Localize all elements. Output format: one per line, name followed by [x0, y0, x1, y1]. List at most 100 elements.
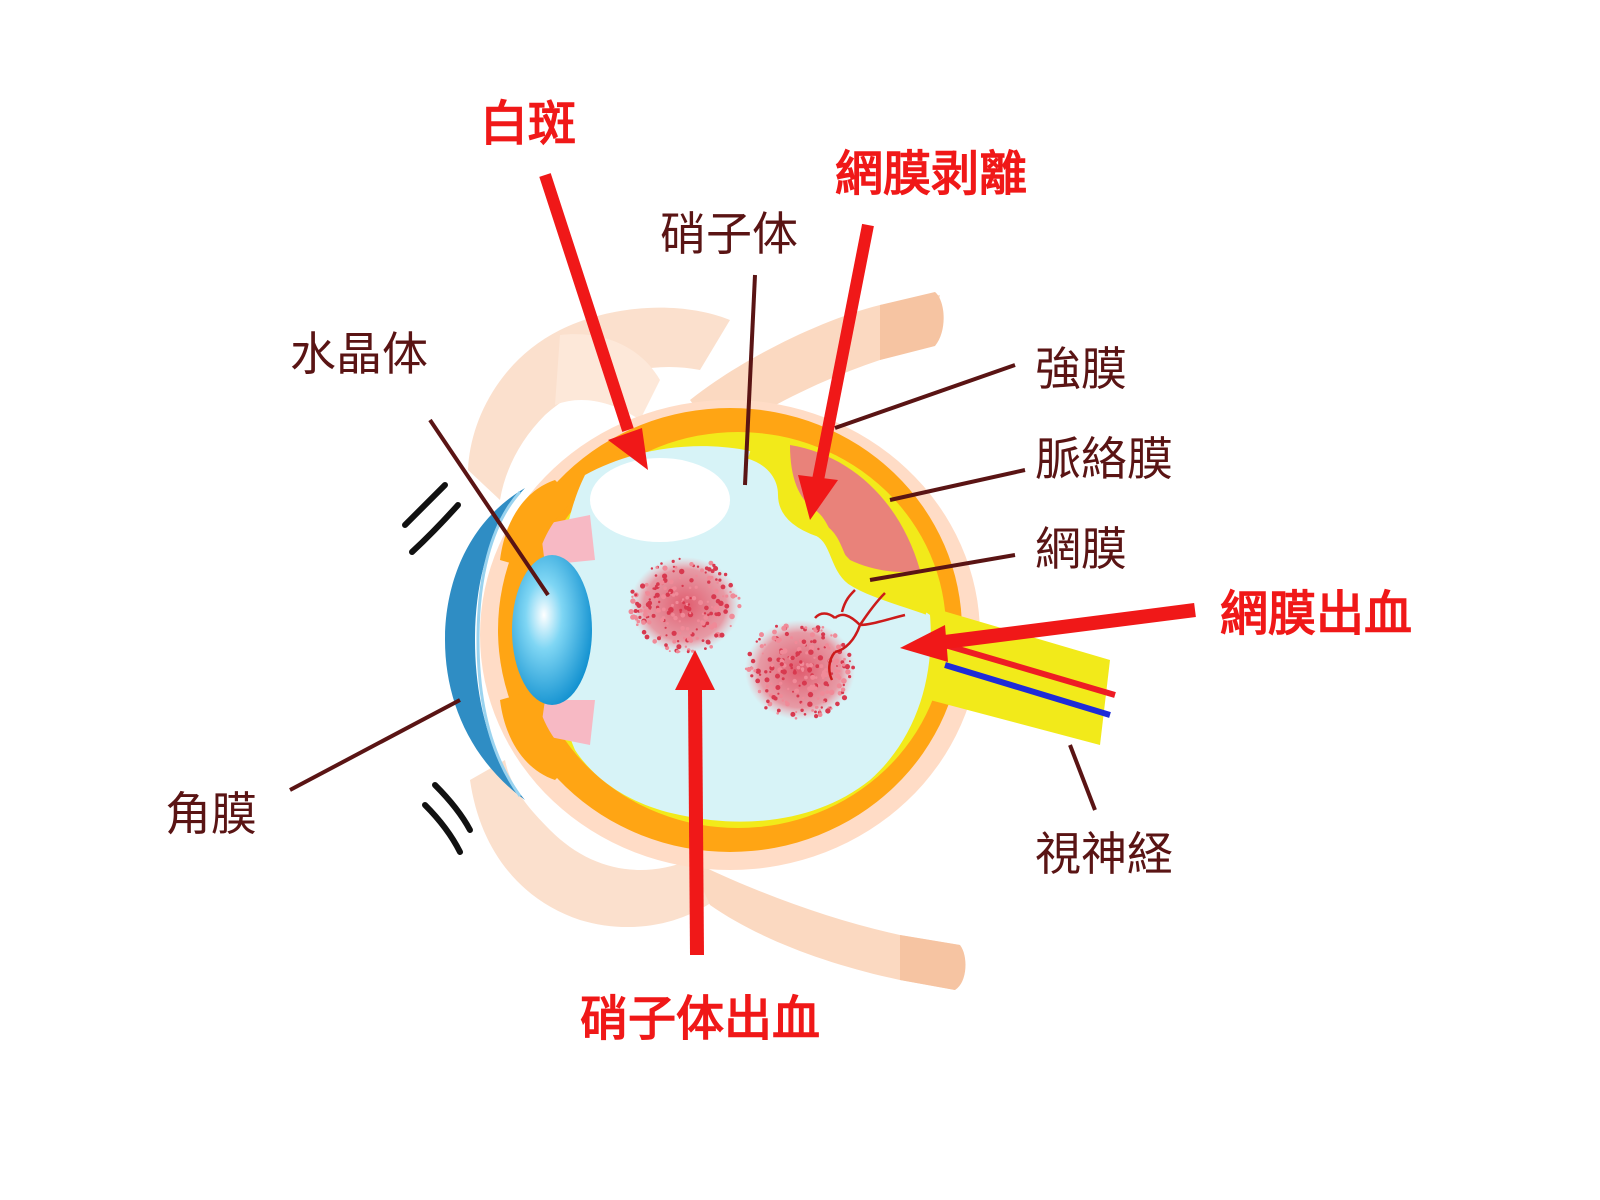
upper-muscle-tendon — [880, 292, 944, 360]
hemorrhage-speck — [810, 674, 816, 680]
hemorrhage-speck — [675, 649, 680, 654]
hemorrhage-speck — [787, 687, 790, 691]
hemorrhage-speck — [803, 643, 806, 646]
hemorrhage-speck — [712, 622, 717, 627]
hemorrhage-speck — [652, 639, 657, 644]
hemorrhage-speck — [722, 595, 725, 598]
hemorrhage-speck — [703, 615, 709, 620]
hemorrhage-speck — [698, 600, 704, 606]
hemorrhage-speck — [796, 694, 800, 698]
hemorrhage-speck — [798, 650, 802, 654]
hemorrhage-speck — [685, 595, 689, 600]
hemorrhage-speck — [729, 590, 732, 594]
hemorrhage-speck — [710, 605, 714, 609]
hemorrhage-speck — [655, 566, 659, 569]
leader-shoshitai — [743, 274, 757, 486]
hemorrhage-speck — [701, 639, 705, 642]
hemorrhage-speck — [834, 669, 839, 674]
iris-top — [500, 480, 575, 570]
hemorrhage-speck — [796, 665, 801, 670]
hemorrhage-speck — [723, 609, 728, 614]
hemorrhage-speck — [672, 570, 675, 573]
hemorrhage-speck — [836, 665, 839, 667]
hemorrhage-speck — [784, 631, 790, 637]
hemorrhage-speck — [708, 585, 712, 589]
artery-line — [944, 642, 1116, 698]
hemorrhage-speck — [680, 612, 686, 618]
hemorrhage-speck — [645, 616, 648, 619]
lower-eyelash-2 — [422, 802, 463, 855]
hemorrhage-speck — [816, 697, 820, 700]
hemorrhage-speck — [730, 593, 736, 599]
hemorrhage-speck — [770, 682, 773, 685]
hemorrhage-speck — [695, 628, 698, 631]
hemorrhage-speck — [811, 709, 814, 712]
hemorrhage-speck — [815, 664, 820, 669]
hemorrhage-speck — [718, 600, 724, 606]
retinal-vessels — [814, 589, 906, 681]
hemorrhage-speck — [805, 651, 809, 655]
hemorrhage-speck — [664, 643, 668, 647]
hemorrhage-speck — [708, 560, 714, 566]
hemorrhage-speck — [631, 595, 634, 598]
hemorrhage-speck — [641, 620, 646, 625]
label-shishinkei: 視神経 — [1035, 827, 1173, 881]
hemorrhage-speck — [665, 645, 670, 651]
hemorrhage-speck — [764, 677, 770, 683]
hemorrhage-speck — [647, 600, 653, 606]
hemorrhage-speck — [753, 669, 757, 673]
hemorrhage-speck — [714, 604, 720, 610]
hemorrhage-speck — [723, 572, 728, 577]
hemorrhage-speck — [769, 670, 772, 674]
hemorrhage-speck — [842, 683, 845, 687]
hemorrhage-speck — [802, 696, 805, 700]
hemorrhage-speck — [837, 663, 841, 668]
hemorrhage-speck — [660, 562, 663, 565]
ciliary-body-bottom — [540, 700, 595, 745]
hemorrhage-speck — [790, 655, 795, 661]
leader-suishoutai — [428, 418, 550, 597]
hemorrhage-speck — [645, 591, 651, 596]
upper-eyelid — [468, 307, 730, 500]
hemorrhage-speck — [821, 670, 826, 675]
hemorrhage-speck — [765, 689, 769, 693]
hemorrhage-speck — [789, 663, 793, 667]
hemorrhage-speck — [813, 627, 817, 631]
hemorrhage-speck — [647, 609, 651, 613]
hemorrhage-speck — [821, 626, 825, 629]
hemorrhage-speck — [779, 681, 783, 685]
hemorrhage-speck — [671, 559, 675, 564]
hemorrhage-speck — [634, 617, 639, 621]
hemorrhage-speck — [835, 701, 840, 707]
hemorrhage-speck — [641, 629, 647, 635]
hemorrhage-speck — [755, 640, 758, 643]
hemorrhage-speck — [685, 627, 690, 631]
hemorrhage-speck — [827, 646, 831, 650]
hemorrhage-speck — [778, 694, 783, 699]
upper-eyelash-1 — [402, 482, 448, 528]
hemorrhage-speck — [781, 669, 787, 675]
hemorrhage-speck — [813, 656, 816, 659]
hemorrhage-speck — [701, 621, 706, 626]
hemorrhage-speck — [674, 592, 679, 596]
hemorrhage-speck — [718, 578, 722, 582]
hemorrhage-speck — [679, 608, 683, 612]
hemorrhage-speck — [737, 596, 741, 600]
hemorrhage-speck — [844, 664, 851, 670]
hemorrhage-speck — [808, 663, 814, 668]
hemorrhage-speck — [804, 675, 808, 680]
hemorrhage-speck — [790, 711, 796, 717]
hemorrhage-speck — [746, 667, 752, 672]
label-shoshitai-shukketsu: 硝子体出血 — [580, 991, 820, 1047]
ciliary-body-top — [540, 515, 595, 565]
arrow-moumaku-hakuri — [798, 223, 874, 520]
hemorrhage-speck — [770, 663, 774, 668]
hemorrhage-speck — [668, 591, 671, 594]
hemorrhage-speck — [851, 665, 855, 670]
hemorrhage-speck — [686, 650, 690, 654]
hemorrhage-speck — [705, 621, 710, 626]
hemorrhage-speck — [644, 582, 649, 587]
hemorrhage-speck — [848, 660, 851, 663]
hemorrhage-speck — [801, 639, 807, 645]
